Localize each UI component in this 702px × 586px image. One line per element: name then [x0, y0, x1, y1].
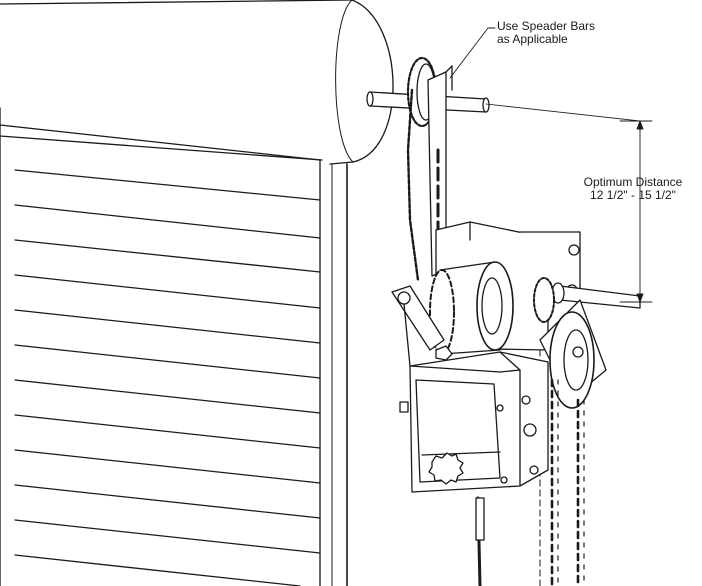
limit-arm: [391, 285, 445, 367]
speeder-bars-line1: Use Speader Bars: [497, 19, 596, 33]
hand-chain: [475, 496, 485, 586]
speeder-bars-line2: as Applicable: [497, 32, 568, 46]
optimum-distance-line2: 12 1/2" - 15 1/2": [590, 188, 676, 202]
distance-dimension: [619, 120, 653, 303]
optimum-distance-line1: Optimum Distance: [583, 175, 683, 189]
motor: [429, 261, 514, 355]
optimum-distance-callout: Optimum Distance 12 1/2" - 15 1/2": [568, 176, 698, 202]
speeder-bar-leader: [449, 27, 496, 79]
speeder-bars-callout: Use Speader Bars as Applicable: [497, 20, 595, 46]
door-curtain: [0, 107, 348, 586]
output-shaft: [533, 277, 641, 323]
door-drum: [0, 0, 394, 165]
chain-hoist: [539, 299, 607, 586]
control-box: [399, 345, 549, 493]
